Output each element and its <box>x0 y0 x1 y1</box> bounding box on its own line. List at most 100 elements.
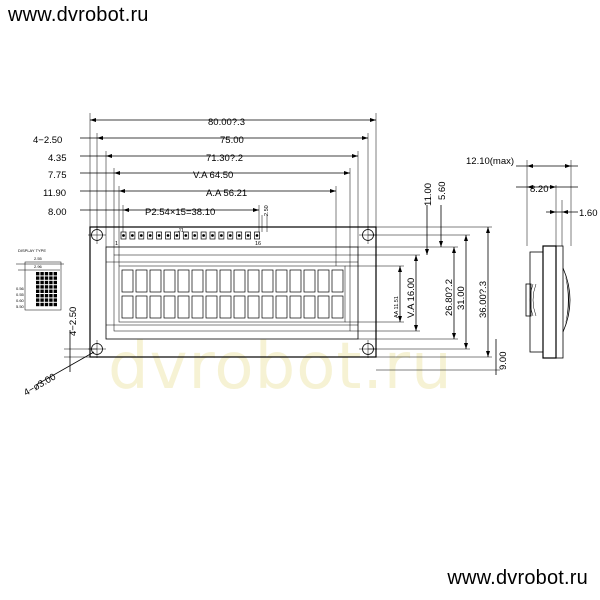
dim-viewing-area-height: V.A 16.00 <box>406 278 417 318</box>
site-url-top[interactable]: www.dvrobot.ru <box>8 4 149 26</box>
matrix-dot <box>44 272 49 276</box>
dim-bezel-width: 71.30?.2 <box>206 153 243 164</box>
dim-hole-spacing-v: 31.00 <box>456 286 467 310</box>
matrix-dot <box>36 276 40 280</box>
pin-hole <box>175 234 179 237</box>
dt-0-56: 0.56 <box>16 286 25 291</box>
pin-hole <box>255 234 259 237</box>
matrix-dot <box>49 280 53 285</box>
pin-hole <box>237 234 241 237</box>
character-cell <box>331 269 344 293</box>
matrix-dot <box>49 276 53 280</box>
pin-hole <box>166 234 170 237</box>
character-cell <box>135 295 148 319</box>
pin-pad <box>165 231 171 240</box>
site-url-bottom[interactable]: www.dvrobot.ru <box>447 567 588 589</box>
character-cell <box>233 295 246 319</box>
matrix-dot <box>53 280 57 285</box>
pin-hole <box>157 234 161 237</box>
dim-left-hole-v: 4−2.50 <box>68 307 79 336</box>
bezel <box>105 246 359 340</box>
matrix-dot <box>44 285 49 289</box>
matrix-dot <box>36 285 40 289</box>
character-cell <box>219 269 232 293</box>
pin-hole <box>131 234 134 237</box>
pin-hole <box>184 234 188 237</box>
character-cell <box>149 269 162 293</box>
pin-hole <box>246 234 250 237</box>
character-grid <box>121 269 344 319</box>
pin-pad <box>209 231 216 240</box>
dim-active-area-height: AA 11.51 <box>394 296 400 318</box>
character-cell <box>191 269 204 293</box>
character-cell <box>205 269 218 293</box>
pin-hole <box>228 234 232 237</box>
pin-pad <box>174 231 180 240</box>
dim-5-60: 5.60 <box>437 182 448 201</box>
matrix-dot <box>36 298 40 302</box>
pin-pad <box>182 231 189 240</box>
character-cell <box>121 295 134 319</box>
pin-hole <box>122 234 125 237</box>
connector-label: J1 <box>178 228 184 234</box>
pin-pad <box>191 231 198 240</box>
character-cell <box>317 295 330 319</box>
pin-hole <box>193 234 197 237</box>
character-cell <box>275 269 288 293</box>
left-dimensions <box>35 330 97 386</box>
character-cell <box>163 269 176 293</box>
display-type-title: DISPLAY TYPE <box>18 248 46 253</box>
matrix-dot <box>49 294 53 298</box>
character-cell <box>247 269 260 293</box>
pin-hole <box>220 234 223 237</box>
dim-left-1190: 11.90 <box>43 188 66 199</box>
matrix-dot <box>44 276 49 280</box>
pin-pad <box>254 231 260 240</box>
matrix-dot <box>36 280 40 285</box>
character-cell <box>261 295 274 319</box>
dt-0-55: 0.55 <box>16 292 25 297</box>
right-dimensions <box>345 205 500 375</box>
matrix-dot <box>44 294 49 298</box>
character-cell <box>163 295 176 319</box>
character-cell <box>191 295 204 319</box>
display-type-detail: DISPLAY TYPE <box>16 248 64 311</box>
pin-hole <box>139 234 143 237</box>
pin-header <box>120 231 260 240</box>
dim-9-00: 9.00 <box>498 352 509 371</box>
dim-left-hole-offset: 4−2.50 <box>33 135 62 146</box>
dim-side-total: 12.10(max) <box>466 156 514 167</box>
pin-pad <box>156 231 162 240</box>
pcb-outline <box>89 226 377 358</box>
dim-pad-pitch: 2.50 <box>264 205 270 216</box>
matrix-dot <box>36 272 40 276</box>
matrix-dot <box>44 302 49 307</box>
pin-hole <box>202 234 206 237</box>
pin-pad <box>227 231 234 240</box>
dim-active-area-width: A.A 56.21 <box>206 188 247 199</box>
matrix-frame <box>24 261 62 311</box>
dim-overall-width: 80.00?.3 <box>208 117 245 128</box>
matrix-dot <box>53 298 57 302</box>
character-cell <box>275 295 288 319</box>
pin-pad <box>200 231 207 240</box>
pin-1-label: 1 <box>115 241 118 247</box>
pin-pad <box>129 231 136 240</box>
dim-left-800: 8.00 <box>48 207 67 218</box>
matrix-dot <box>53 294 57 298</box>
dt-2-55: 2.55 <box>34 256 43 261</box>
character-cell <box>135 269 148 293</box>
character-cell <box>233 269 246 293</box>
character-cell <box>303 295 316 319</box>
matrix-dot <box>40 294 44 298</box>
dim-11-00: 11.00 <box>423 183 434 206</box>
matrix-dot <box>53 285 57 289</box>
matrix-dot <box>36 289 40 293</box>
pin-hole <box>211 234 214 237</box>
matrix-dot <box>40 289 44 293</box>
pin-pad <box>245 231 251 240</box>
dt-5-50: 5.50 <box>16 304 25 309</box>
matrix-dot <box>40 298 44 302</box>
matrix-dot <box>53 272 57 276</box>
